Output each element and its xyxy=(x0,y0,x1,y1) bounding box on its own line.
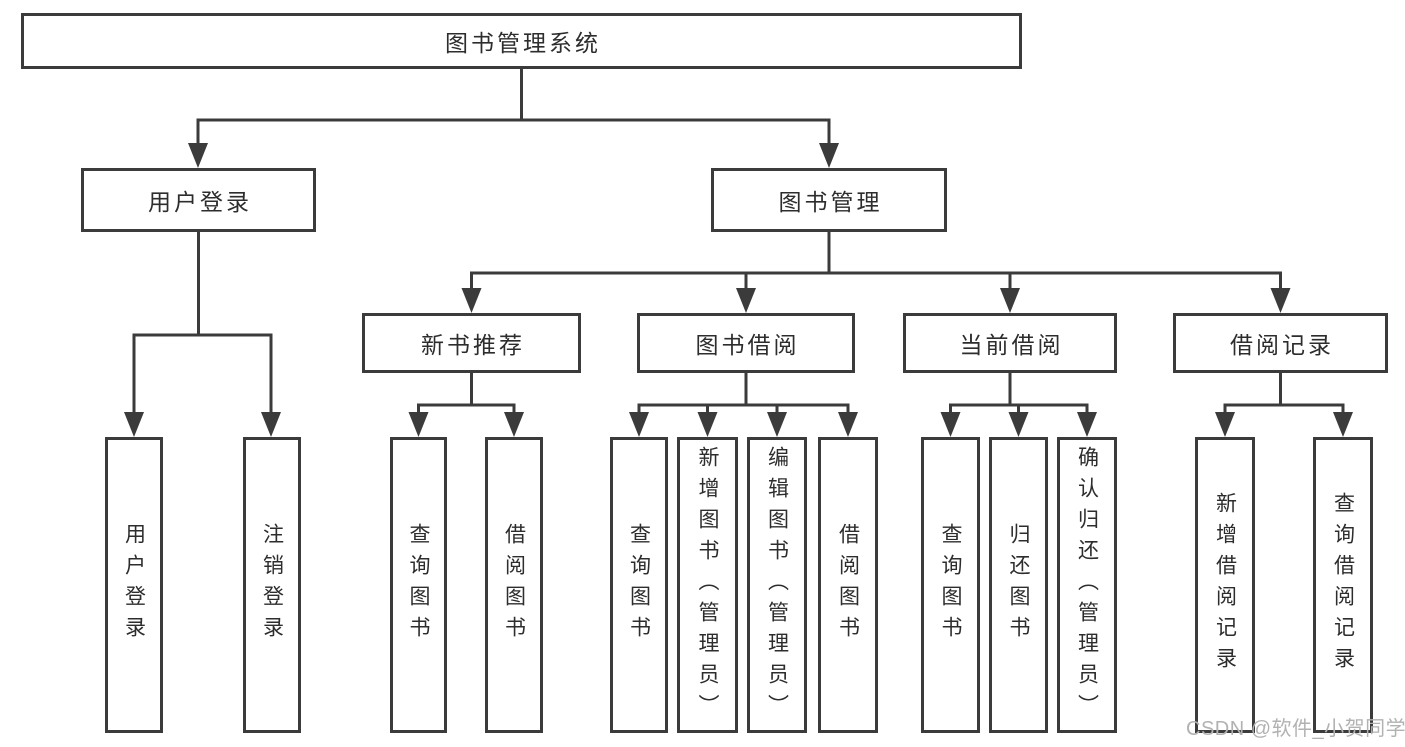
leaf-label: 查询借阅记录 xyxy=(1331,492,1355,678)
leaf-query-books-recommend: 查询图书 xyxy=(390,437,447,733)
leaf-query-borrow-record: 查询借阅记录 xyxy=(1313,437,1373,733)
leaf-label: 编辑图书（管理员） xyxy=(765,445,789,725)
node-new-book-recommendation: 新书推荐 xyxy=(362,313,581,373)
leaf-return-books: 归还图书 xyxy=(989,437,1048,733)
leaf-query-books-current: 查询图书 xyxy=(921,437,980,733)
leaf-user-login: 用户登录 xyxy=(105,437,163,733)
leaf-label: 新增图书（管理员） xyxy=(696,445,719,725)
leaf-label: 查询图书 xyxy=(939,523,962,647)
leaf-borrow-books-recommend: 借阅图书 xyxy=(485,437,543,733)
leaf-label: 归还图书 xyxy=(1007,523,1030,647)
leaf-label: 用户登录 xyxy=(122,523,146,647)
node-borrowing-records: 借阅记录 xyxy=(1173,313,1388,373)
leaf-logout: 注销登录 xyxy=(243,437,301,733)
node-user-login: 用户登录 xyxy=(81,168,316,232)
node-current-borrowing: 当前借阅 xyxy=(903,313,1117,373)
leaf-add-books-admin: 新增图书（管理员） xyxy=(677,437,738,733)
node-library-management-system: 图书管理系统 xyxy=(21,13,1022,69)
node-book-borrowing: 图书借阅 xyxy=(637,313,855,373)
leaf-edit-books-admin: 编辑图书（管理员） xyxy=(747,437,807,733)
leaf-label: 新增借阅记录 xyxy=(1213,492,1237,678)
leaf-label: 查询图书 xyxy=(627,523,651,647)
leaf-label: 注销登录 xyxy=(260,523,284,647)
leaf-label: 借阅图书 xyxy=(502,523,526,647)
watermark-credit: CSDN @软件_小贺同学 xyxy=(1186,718,1405,740)
leaf-add-borrow-record: 新增借阅记录 xyxy=(1195,437,1255,733)
node-book-management: 图书管理 xyxy=(711,168,947,232)
leaf-borrow-books: 借阅图书 xyxy=(818,437,878,733)
leaf-confirm-return-admin: 确认归还（管理员） xyxy=(1057,437,1117,733)
leaf-label: 借阅图书 xyxy=(836,523,860,647)
leaf-label: 查询图书 xyxy=(407,523,430,647)
leaf-label: 确认归还（管理员） xyxy=(1075,445,1099,725)
leaf-query-books-borrowing: 查询图书 xyxy=(610,437,668,733)
